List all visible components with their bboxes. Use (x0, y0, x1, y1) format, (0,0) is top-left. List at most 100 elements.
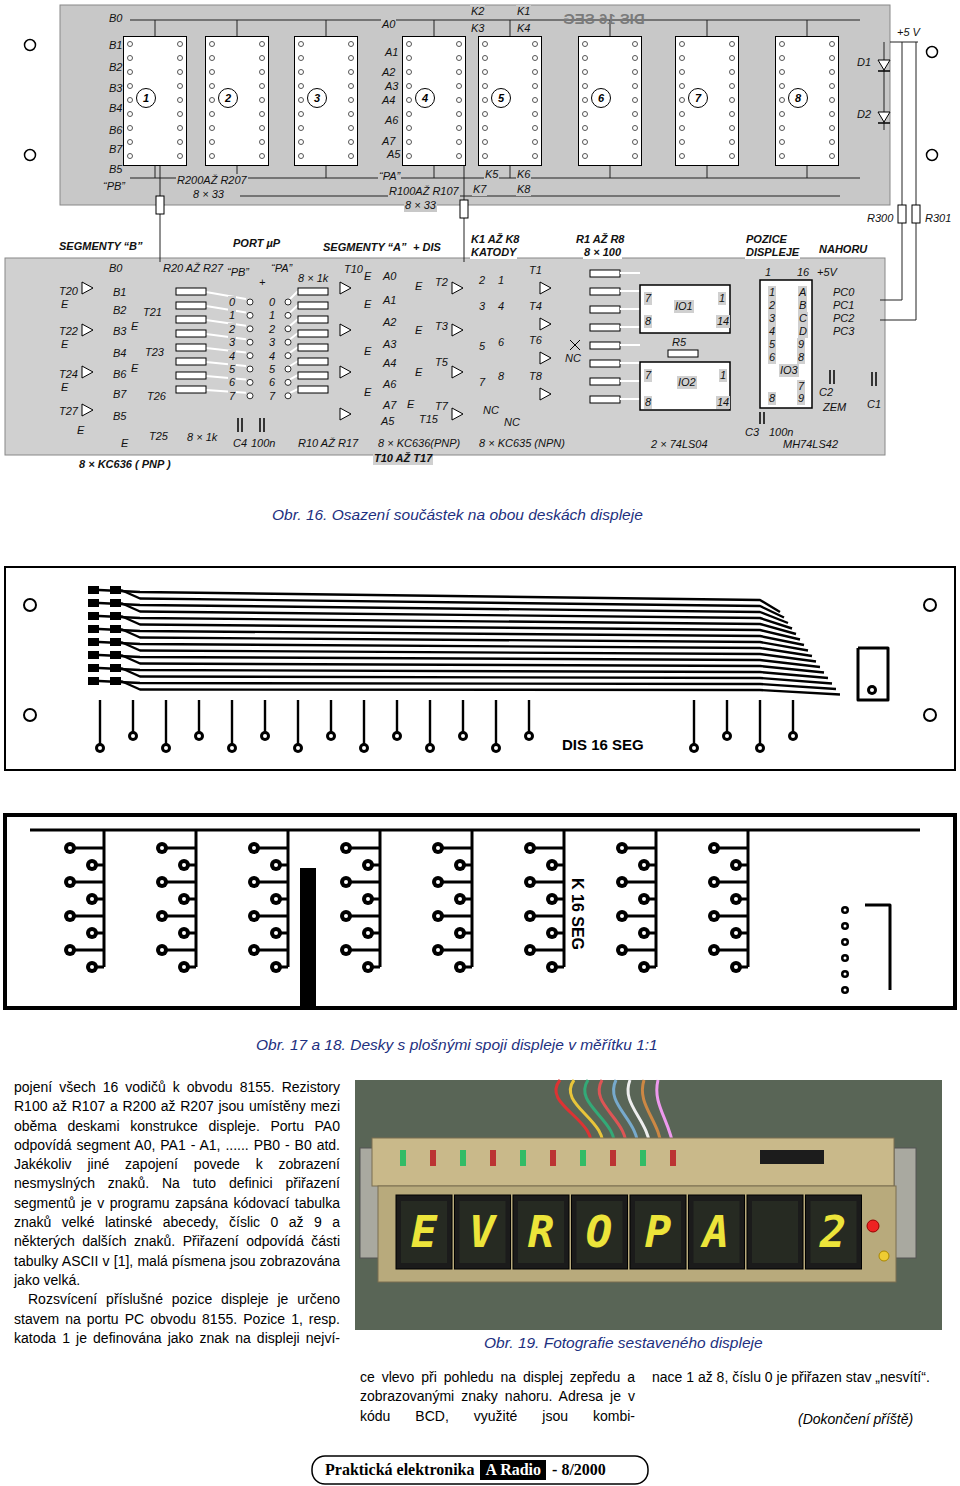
trace (620, 290, 640, 292)
pcb-label: “PA” (378, 170, 401, 183)
pad (425, 743, 435, 753)
pad (86, 927, 98, 939)
resistor-symbol (298, 344, 328, 351)
pad (730, 70, 735, 75)
pcb-label: A3 (382, 338, 397, 351)
component (580, 1150, 586, 1166)
resistor-symbol (590, 378, 620, 385)
pad (299, 126, 304, 131)
pad (88, 586, 99, 594)
trace (290, 333, 298, 339)
pcb-label: 7 (644, 369, 652, 382)
pcb-label: A0 (381, 18, 396, 31)
trace (620, 308, 640, 310)
pcb-label: + (258, 276, 266, 289)
pad (64, 876, 76, 888)
diode-symbol (878, 70, 890, 72)
resistor-symbol (176, 372, 206, 379)
component (460, 1150, 466, 1166)
pcb-label: 8 × 33 (404, 199, 437, 212)
capacitor-symbol (871, 372, 873, 386)
pad (178, 112, 183, 117)
pad (260, 98, 265, 103)
pad (870, 688, 874, 692)
trace (290, 319, 298, 326)
component (490, 1150, 496, 1166)
pad (583, 112, 588, 117)
pcb-label: R20 AŽ R27 (162, 262, 224, 275)
display-window (577, 1201, 623, 1263)
section-label: SEGMENTY “B” (58, 240, 144, 253)
display-digit (675, 36, 739, 166)
display-digit (402, 36, 466, 166)
pad (210, 56, 215, 61)
pad (620, 948, 624, 952)
pcb-label: PC2 (832, 312, 855, 325)
pcb-label: A2 (381, 66, 396, 79)
pad (274, 897, 278, 901)
pad (178, 859, 190, 871)
trace (326, 166, 327, 178)
pad (160, 948, 164, 952)
pad (182, 897, 186, 901)
trace (610, 166, 611, 178)
pad (830, 42, 835, 47)
trace (462, 700, 464, 736)
pad (340, 842, 352, 854)
pcb-label: R300 (866, 212, 894, 225)
pcb-label: IO3 (779, 364, 799, 377)
pcb-label: B7 (108, 143, 123, 156)
pad (230, 746, 234, 750)
pad (755, 743, 765, 753)
trace (807, 20, 808, 36)
pcb-label: 4 (268, 350, 276, 363)
resistor-symbol (460, 200, 468, 218)
pad (712, 846, 716, 850)
transistor-symbol (340, 282, 351, 294)
trace (620, 398, 640, 400)
pad (550, 863, 554, 867)
pad (533, 112, 538, 117)
pad (844, 941, 847, 944)
board-marking: DIS 16 SEG (562, 736, 644, 753)
trace (620, 380, 640, 382)
pad (758, 746, 762, 750)
resistor-symbol (176, 302, 206, 309)
pcb-label: IO2 (677, 376, 697, 389)
pad (110, 612, 121, 620)
pad (260, 42, 265, 47)
trace (290, 375, 298, 379)
pcb-label: 2 (228, 323, 236, 336)
trace (434, 20, 435, 36)
trace (563, 830, 566, 967)
pcb-label: B1 (112, 286, 127, 299)
display-module (630, 1195, 686, 1269)
pad (780, 154, 785, 159)
pad (494, 746, 498, 750)
transistor-symbol (540, 352, 551, 364)
pcb-label: T23 (144, 346, 165, 359)
pad (285, 326, 291, 332)
pad (270, 961, 282, 973)
pad (178, 84, 183, 89)
pcb-label: IO1 (674, 300, 694, 313)
pcb-label: R100AŽ R107 (388, 185, 460, 198)
pad (156, 910, 168, 922)
pad (457, 112, 462, 117)
pcb-label: 5 (268, 363, 276, 376)
pad (86, 961, 98, 973)
pcb-label: K8 (516, 183, 531, 196)
transistor-symbol (540, 282, 551, 294)
pad (533, 140, 538, 145)
pad (454, 859, 466, 871)
pad (730, 126, 735, 131)
display-digit: 5 (478, 36, 542, 166)
pad (247, 312, 253, 318)
pad (260, 126, 265, 131)
pcb-label: E (414, 366, 423, 379)
pad (156, 944, 168, 956)
trace (759, 700, 761, 748)
pad (458, 931, 462, 935)
pad (642, 863, 646, 867)
pad (583, 70, 588, 75)
